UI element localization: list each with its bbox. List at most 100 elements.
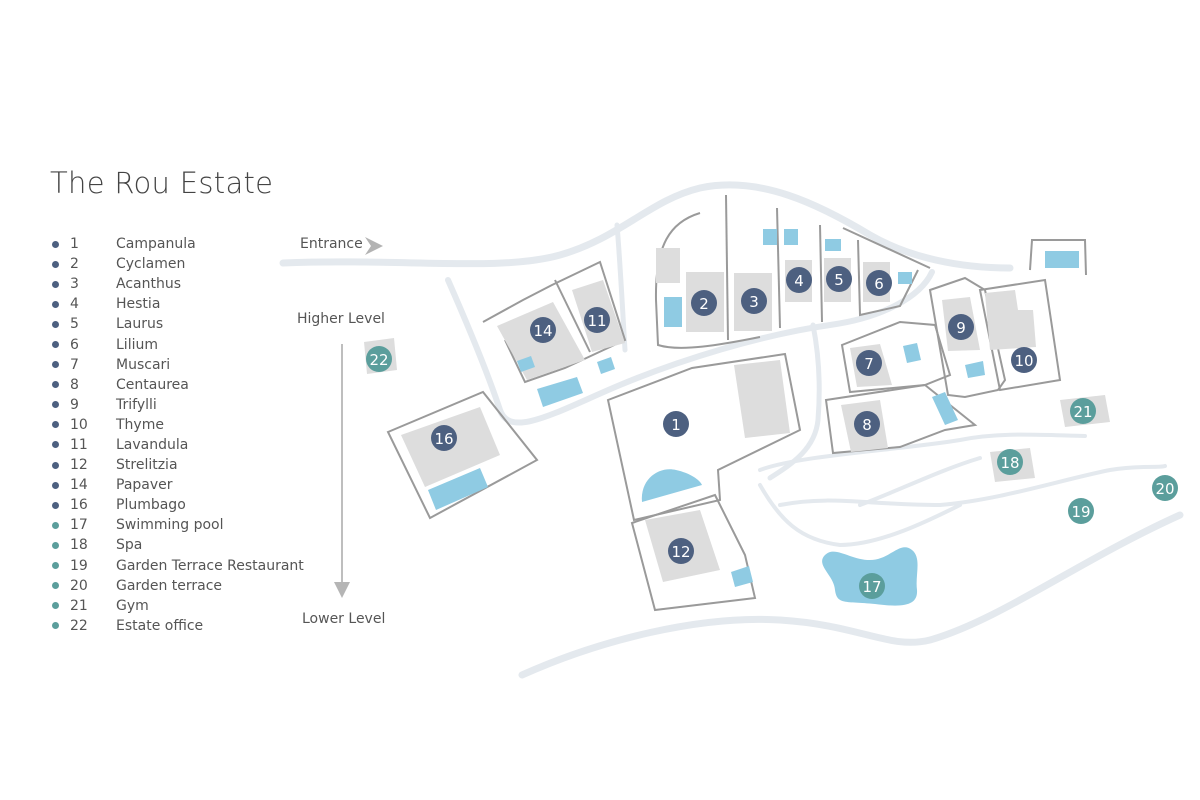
- legend-name: Trifylli: [116, 396, 157, 413]
- lower-road: [518, 511, 1184, 679]
- marker-circle: [1068, 498, 1094, 524]
- buildings: [364, 248, 1110, 582]
- legend-name: Acanthus: [116, 276, 182, 293]
- marker-label: 17: [862, 578, 881, 596]
- legend-name: Garden Terrace Restaurant: [116, 557, 304, 574]
- marker-1[interactable]: 1: [663, 411, 689, 437]
- entrance-road: [279, 181, 1014, 272]
- legend-name: Lilium: [116, 336, 158, 353]
- legend-dot: [52, 441, 59, 449]
- legend-name: Campanula: [116, 236, 196, 253]
- legend-number: 18: [70, 537, 88, 554]
- legend-number: 11: [70, 436, 88, 453]
- marker-6[interactable]: 6: [866, 270, 892, 296]
- lower-level-label: Lower Level: [302, 611, 386, 627]
- legend-dot: [52, 622, 59, 630]
- marker-circle: [856, 350, 882, 376]
- legend-number: 1: [70, 236, 79, 253]
- legend-number: 17: [70, 517, 88, 534]
- marker-circle: [1011, 347, 1037, 373]
- marker-circle: [859, 573, 885, 599]
- legend-number: 22: [70, 617, 88, 634]
- marker-label: 3: [749, 293, 759, 311]
- marker-8[interactable]: 8: [854, 411, 880, 437]
- legend-name: Garden terrace: [116, 577, 223, 594]
- higher-level-label: Higher Level: [297, 311, 385, 327]
- roads: [279, 181, 1184, 679]
- marker-circle: [948, 314, 974, 340]
- marker-9[interactable]: 9: [948, 314, 974, 340]
- plot-boundaries: [386, 194, 1087, 612]
- marker-18[interactable]: 18: [997, 449, 1023, 475]
- marker-20[interactable]: 20: [1152, 475, 1178, 501]
- marker-3[interactable]: 3: [741, 288, 767, 314]
- marker-label: 2: [699, 295, 709, 313]
- marker-2[interactable]: 2: [691, 290, 717, 316]
- legend-item: 12 Strelitzia: [52, 455, 304, 475]
- marker-label: 11: [587, 312, 606, 330]
- marker-label: 8: [862, 416, 872, 434]
- marker-label: 4: [794, 272, 804, 290]
- legend-item: 14 Papaver: [52, 475, 304, 495]
- marker-19[interactable]: 19: [1068, 498, 1094, 524]
- marker-label: 18: [1000, 454, 1019, 472]
- legend-name: Cyclamen: [116, 256, 186, 273]
- legend-dot: [52, 421, 59, 429]
- page-title: The Rou Estate: [50, 166, 274, 200]
- legend-name: Hestia: [116, 296, 161, 313]
- legend-dot: [52, 481, 59, 489]
- marker-22[interactable]: 22: [366, 346, 392, 372]
- legend-name: Laurus: [116, 316, 164, 333]
- marker-21[interactable]: 21: [1070, 398, 1096, 424]
- legend-item: 20 Garden terrace: [52, 576, 304, 596]
- legend-dot: [52, 501, 59, 509]
- legend-name: Thyme: [116, 416, 164, 433]
- marker-10[interactable]: 10: [1011, 347, 1037, 373]
- legend-number: 14: [70, 477, 88, 494]
- marker-14[interactable]: 14: [530, 317, 556, 343]
- legend-number: 12: [70, 457, 88, 474]
- legend-number: 8: [70, 376, 79, 393]
- legend-dot: [52, 401, 59, 409]
- legend-name: Gym: [116, 597, 149, 614]
- legend-dot: [52, 582, 59, 590]
- marker-4[interactable]: 4: [786, 267, 812, 293]
- marker-label: 22: [369, 351, 388, 369]
- marker-label: 9: [956, 319, 966, 337]
- legend-number: 2: [70, 256, 79, 273]
- marker-11[interactable]: 11: [584, 307, 610, 333]
- legend-dot: [52, 541, 59, 549]
- marker-17[interactable]: 17: [859, 573, 885, 599]
- marker-5[interactable]: 5: [826, 266, 852, 292]
- legend-item: 2 Cyclamen: [52, 254, 304, 274]
- legend-number: 4: [70, 296, 79, 313]
- marker-label: 1: [671, 416, 681, 434]
- legend-name: Papaver: [116, 477, 173, 494]
- marker-circle: [866, 270, 892, 296]
- legend-dot: [52, 240, 59, 248]
- legend-dot: [52, 521, 59, 529]
- legend-number: 20: [70, 577, 88, 594]
- marker-circle: [668, 538, 694, 564]
- marker-12[interactable]: 12: [668, 538, 694, 564]
- marker-label: 19: [1071, 503, 1090, 521]
- marker-7[interactable]: 7: [856, 350, 882, 376]
- garden-path-4: [858, 456, 982, 507]
- legend-dot: [52, 602, 59, 610]
- marker-16[interactable]: 16: [431, 425, 457, 451]
- legend-dot: [52, 341, 59, 349]
- marker-circle: [741, 288, 767, 314]
- legend-name: Strelitzia: [116, 457, 178, 474]
- marker-circle: [786, 267, 812, 293]
